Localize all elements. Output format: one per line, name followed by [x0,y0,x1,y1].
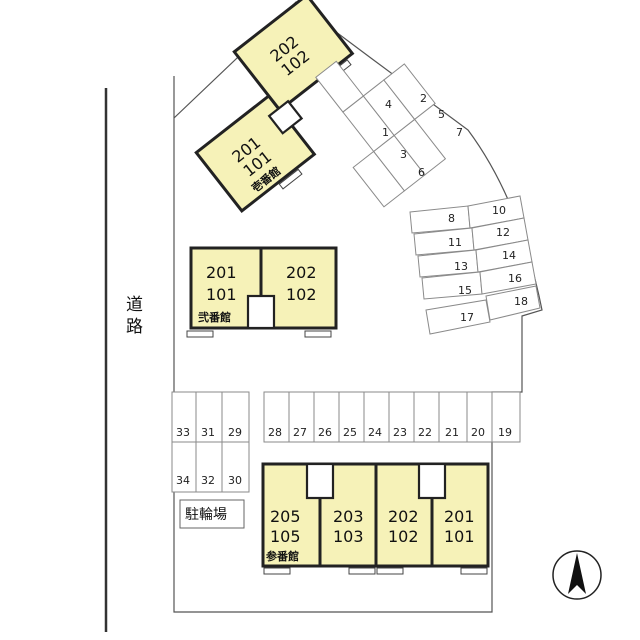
building-3-unit-203-upper: 203 [333,507,364,526]
parking-label-26: 26 [318,426,332,439]
parking-label-19: 19 [498,426,512,439]
parking-label-24: 24 [368,426,382,439]
building-3-step-c [376,567,404,575]
building-3-unit-201-lower: 101 [444,527,475,546]
bike-parking [179,499,245,529]
parking-label-17: 17 [460,311,474,324]
parking-label-29: 29 [228,426,242,439]
parking-space-24 [363,391,390,443]
building-1-step-a [278,168,303,190]
parking-space-25 [338,391,365,443]
building-2: 201 101 弐番館 202 102 [186,246,338,338]
parking-space-4 [315,60,365,113]
parking-space-31 [195,391,223,443]
parking-label-30: 30 [228,474,242,487]
building-3-unit-202-upper: 202 [388,507,419,526]
parking-label-3: 3 [400,148,407,161]
parking-label-15: 15 [458,284,472,297]
parking-label-1: 1 [382,126,389,139]
building-3-step-b [348,567,376,575]
parking-space-27 [288,391,315,443]
building-1-unit-b [232,0,355,113]
parking-label-12: 12 [496,226,510,239]
parking-label-33: 33 [176,426,190,439]
parking-space-23 [388,391,415,443]
parking-space-19 [491,391,521,443]
parking-label-31: 31 [201,426,215,439]
building-2-unit-a-lower: 101 [206,285,237,304]
parking-label-14: 14 [502,249,516,262]
parking-label-2: 2 [420,92,427,105]
parking-space-29 [221,391,250,443]
parking-arc [315,60,447,208]
parking-label-11: 11 [448,236,462,249]
building-3-step-d [460,567,488,575]
building-3: 205 105 参番館 203 103 202 102 201 101 [261,462,490,575]
building-2-unit-b-lower: 102 [286,285,317,304]
parking-space-30 [221,441,250,493]
parking-label-21: 21 [445,426,459,439]
parking-label-16: 16 [508,272,522,285]
parking-label-7: 7 [456,126,463,139]
parking-space-7 [383,63,436,121]
parking-label-8: 8 [448,212,455,225]
building-2-unit-a-upper: 201 [206,263,237,282]
parking-label-4: 4 [385,98,392,111]
north-arrow-icon [552,550,602,600]
building-3-name: 参番館 [266,549,299,563]
parking-label-22: 22 [418,426,432,439]
building-3-unit-202-lower: 102 [388,527,419,546]
building-2-stair [246,294,276,330]
parking-label-20: 20 [471,426,485,439]
building-3-stair-a [305,462,335,500]
parking-label-32: 32 [201,474,215,487]
parking-right [409,195,541,335]
bike-parking-label: 駐輪場 [185,506,227,523]
building-2-unit-b-upper: 202 [286,263,317,282]
parking-space-32 [195,441,223,493]
parking-space-16 [479,261,537,295]
building-2-name: 弐番館 [198,310,231,324]
parking-label-23: 23 [393,426,407,439]
parking-label-27: 27 [293,426,307,439]
road-label-1: 道 [126,295,143,315]
parking-space-21 [438,391,468,443]
building-3-stair-b [417,462,447,500]
building-3-unit-203-lower: 103 [333,527,364,546]
property-boundary [173,1,543,613]
parking-space-26 [313,391,340,443]
parking-label-18: 18 [514,295,528,308]
parking-space-20 [466,391,493,443]
building-3-step-a [263,567,291,575]
building-3-unit-205-lower: 105 [270,527,301,546]
parking-label-34: 34 [176,474,190,487]
parking-label-25: 25 [343,426,357,439]
building-1-stair [267,99,304,135]
parking-label-13: 13 [454,260,468,273]
parking-space-22 [413,391,440,443]
parking-space-17 [425,299,491,335]
building-2-step-b [304,330,332,338]
building-3-unit-205-upper: 205 [270,507,301,526]
parking-left [171,391,250,493]
parking-label-28: 28 [268,426,282,439]
parking-row [263,391,521,443]
parking-label-10: 10 [492,204,506,217]
building-2-step-a [186,330,214,338]
road-label-2: 路 [126,317,143,337]
parking-label-5: 5 [438,108,445,121]
parking-label-6: 6 [418,166,425,179]
building-3-unit-201-upper: 201 [444,507,475,526]
parking-space-18 [485,285,541,321]
